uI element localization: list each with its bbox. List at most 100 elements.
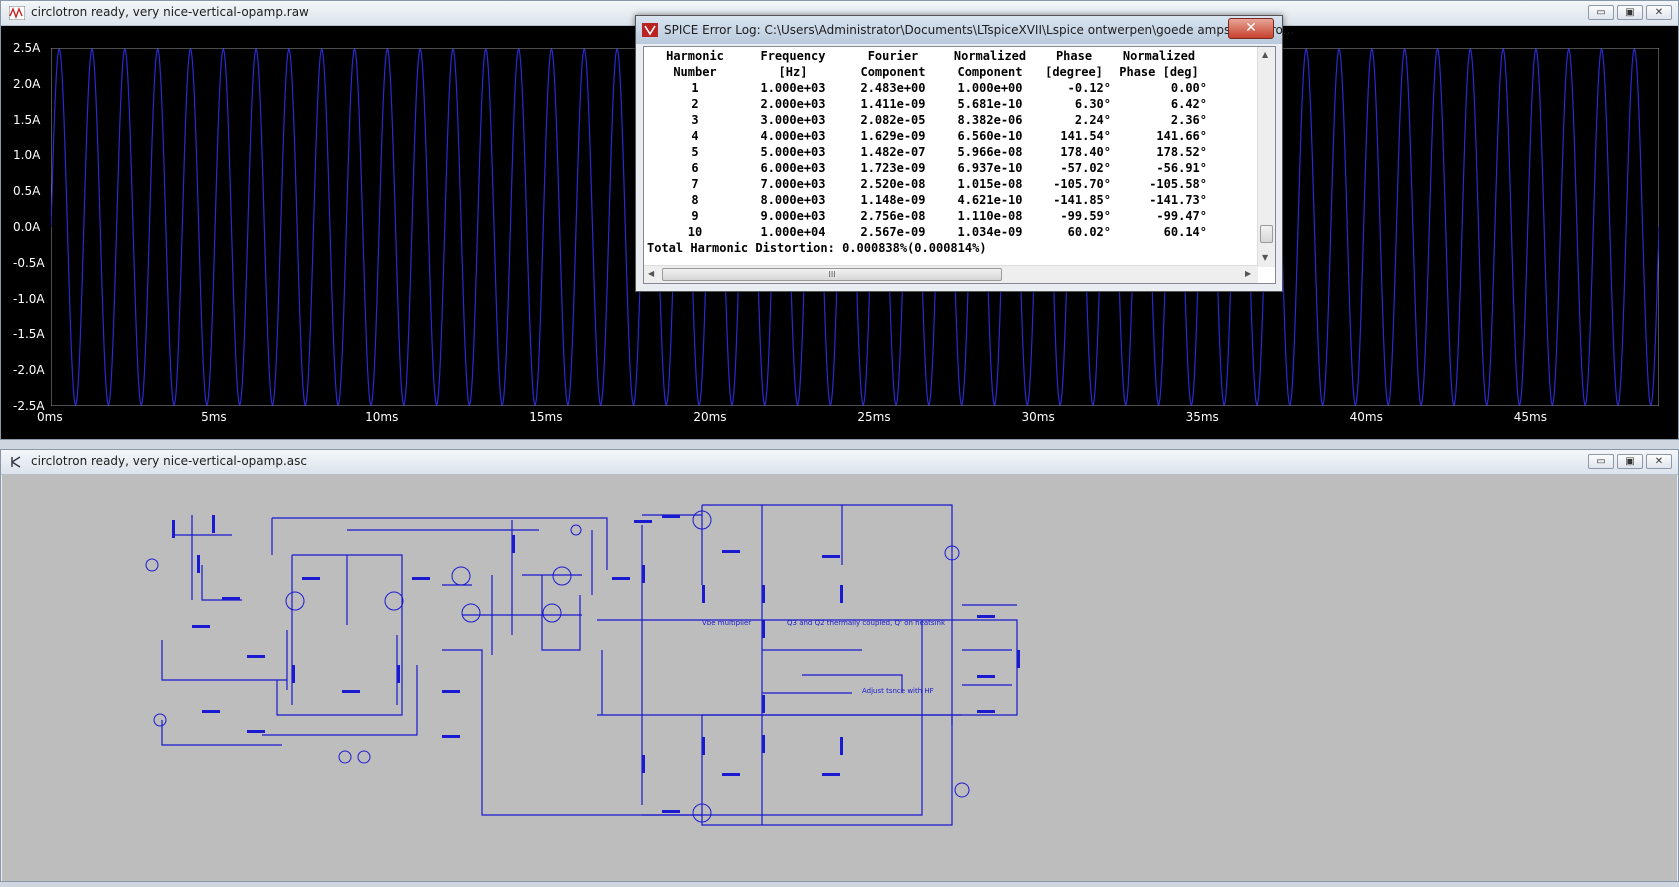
table-cell: 60.02° — [1067, 225, 1111, 239]
dialog-close-button[interactable]: ✕ — [1228, 18, 1274, 39]
y-tick-label: -0.5A — [13, 255, 45, 270]
y-tick-label: 2.5A — [13, 41, 41, 55]
table-cell: 4 — [691, 129, 699, 143]
table-cell: 3 — [691, 113, 699, 127]
table-cell: 1.148e-09 — [860, 193, 926, 207]
x-tick-label: 35ms — [1185, 410, 1219, 424]
x-tick-label: 15ms — [529, 410, 563, 424]
table-cell: Frequency — [760, 49, 826, 63]
label-thermal: Q3 and Q2 thermally coupled, Q' on heats… — [787, 619, 946, 627]
close-button[interactable]: ✕ — [1646, 5, 1672, 20]
table-cell: 2.082e-05 — [860, 113, 926, 127]
y-tick-label: 1.0A — [13, 148, 41, 163]
x-tick-label: 25ms — [857, 410, 891, 424]
x-tick-label: 20ms — [693, 410, 727, 424]
table-cell: -105.70° — [1053, 177, 1111, 191]
table-cell: 2.567e-09 — [860, 225, 926, 239]
scroll-left-icon[interactable]: ◀ — [648, 269, 655, 278]
minimize-button[interactable]: ▭ — [1588, 5, 1614, 20]
horizontal-scroll-thumb[interactable]: III — [662, 268, 1002, 281]
table-cell: 141.66° — [1156, 129, 1207, 143]
table-cell: [degree] — [1045, 65, 1103, 79]
x-tick-label: 40ms — [1349, 410, 1383, 424]
table-cell: -56.91° — [1156, 161, 1207, 175]
table-cell: 1.482e-07 — [860, 145, 926, 159]
table-cell: Harmonic — [666, 49, 724, 63]
table-cell: 0.00° — [1170, 81, 1207, 95]
table-cell: Normalized — [953, 49, 1027, 63]
scroll-right-icon[interactable]: ▶ — [1245, 269, 1252, 278]
table-cell: 5 — [691, 145, 699, 159]
x-tick-label: 30ms — [1021, 410, 1055, 424]
table-cell: 1.411e-09 — [860, 97, 926, 111]
schematic-icon — [11, 456, 21, 468]
thd-line: Total Harmonic Distortion: 0.000838%(0.0… — [647, 241, 987, 255]
maximize-button[interactable]: ▣ — [1617, 454, 1643, 469]
table-cell: 4.621e-10 — [957, 193, 1023, 207]
spice-error-log-dialog: SPICE Error Log: C:\Users\Administrator\… — [635, 15, 1294, 292]
table-cell: 7.000e+03 — [760, 177, 826, 191]
table-cell: 1.034e-09 — [957, 225, 1023, 239]
close-button[interactable]: ✕ — [1646, 454, 1672, 469]
table-cell: Phase — [1055, 49, 1093, 63]
table-cell: Component — [860, 65, 926, 79]
table-cell: 6.000e+03 — [760, 161, 826, 175]
schematic-canvas[interactable]: Vbe multiplier Q3 and Q2 thermally coupl… — [2, 475, 1677, 881]
table-cell: Fourier — [867, 49, 919, 63]
table-cell: 1.000e+00 — [957, 81, 1023, 95]
table-cell: 2 — [691, 97, 699, 111]
table-cell: 6.937e-10 — [957, 161, 1023, 175]
table-cell: -99.59° — [1060, 209, 1111, 223]
table-cell: 1.110e-08 — [957, 209, 1023, 223]
table-cell: 60.14° — [1163, 225, 1207, 239]
schematic-titlebar[interactable]: circlotron ready, very nice-vertical-opa… — [1, 450, 1678, 475]
table-cell: 1.000e+03 — [760, 81, 826, 95]
y-tick-label: 2.0A — [13, 76, 41, 91]
y-tick-label: -2.0A — [13, 363, 45, 378]
x-tick-label: 45ms — [1513, 410, 1547, 424]
schematic-window: circlotron ready, very nice-vertical-opa… — [0, 449, 1679, 882]
horizontal-scrollbar[interactable]: ◀ III ▶ — [644, 265, 1258, 283]
table-cell: 1.629e-09 — [860, 129, 926, 143]
table-cell: 6 — [691, 161, 699, 175]
table-cell: 6.30° — [1074, 97, 1111, 111]
table-cell: -0.12° — [1067, 81, 1111, 95]
table-cell: 4.000e+03 — [760, 129, 826, 143]
waveform-window-title: circlotron ready, very nice-vertical-opa… — [31, 5, 309, 19]
schematic-drawing[interactable]: Vbe multiplier Q3 and Q2 thermally coupl… — [2, 475, 1679, 883]
table-cell: 1.015e-08 — [957, 177, 1023, 191]
table-cell: 8 — [691, 193, 699, 207]
vertical-scrollbar[interactable]: ▲ ▼ — [1257, 47, 1275, 267]
dialog-titlebar[interactable]: SPICE Error Log: C:\Users\Administrator\… — [636, 16, 1294, 44]
table-cell: 8.382e-06 — [957, 113, 1023, 127]
scroll-down-icon[interactable]: ▼ — [1262, 253, 1269, 262]
table-cell: Number — [673, 65, 717, 79]
y-tick-label: -2.5A — [13, 399, 45, 413]
label-vbe-multiplier: Vbe multiplier — [702, 619, 751, 627]
minimize-button[interactable]: ▭ — [1588, 454, 1614, 469]
waveform-icon — [9, 6, 25, 20]
table-cell: 141.54° — [1060, 129, 1111, 143]
spice-log-icon — [642, 23, 658, 37]
dialog-title: SPICE Error Log: C:\Users\Administrator\… — [664, 23, 1295, 37]
maximize-button[interactable]: ▣ — [1617, 5, 1643, 20]
y-tick-label: 1.5A — [13, 112, 41, 127]
table-cell: 7 — [691, 177, 699, 191]
table-cell: 2.24° — [1074, 113, 1111, 127]
y-tick-label: -1.5A — [13, 327, 45, 342]
vertical-scroll-thumb[interactable] — [1260, 225, 1273, 243]
x-tick-label: 10ms — [365, 410, 399, 424]
x-tick-label: 5ms — [201, 410, 227, 424]
table-cell: 10 — [687, 225, 703, 239]
table-cell: 1.000e+04 — [760, 225, 826, 239]
table-cell: -141.73° — [1149, 193, 1207, 207]
scroll-up-icon[interactable]: ▲ — [1262, 50, 1269, 59]
